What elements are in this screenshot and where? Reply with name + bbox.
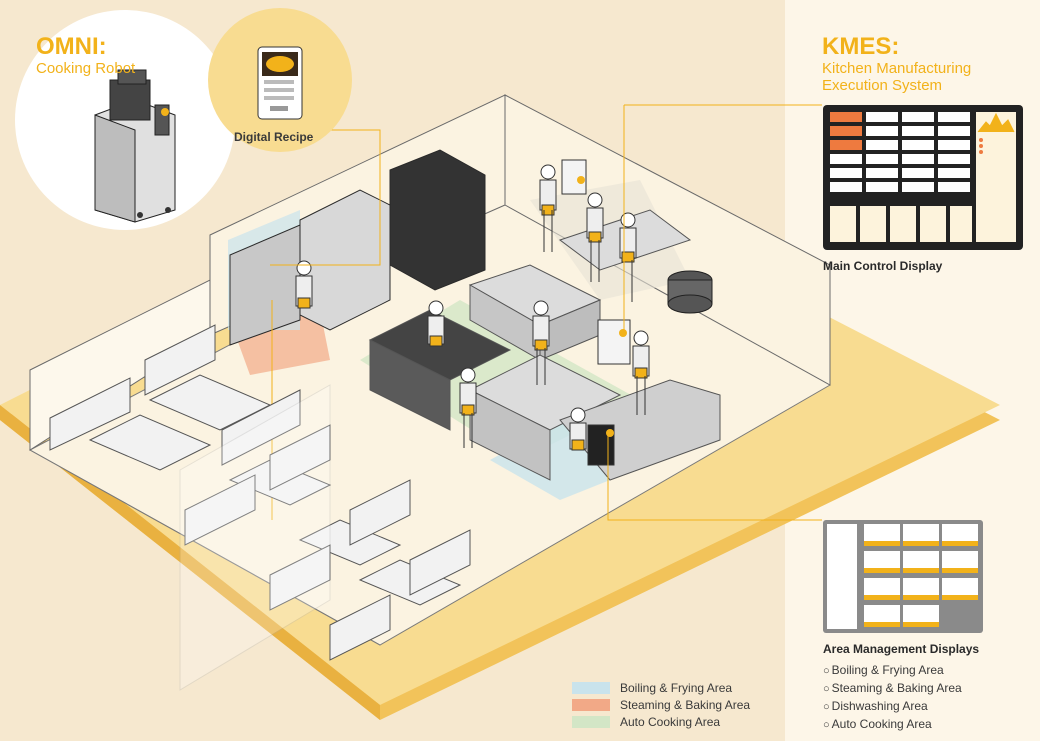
kitchen-screens — [561, 159, 631, 466]
kmes-subtitle-line2: Execution System — [822, 77, 943, 94]
zone-legend: Boiling & Frying Area Steaming & Baking … — [572, 679, 750, 730]
omni-subtitle: Cooking Robot — [36, 60, 136, 77]
legend-label: Steaming & Baking Area — [620, 697, 751, 712]
cooking-robot-icon — [94, 69, 176, 223]
legend-swatch — [572, 681, 610, 694]
legend-swatch — [572, 715, 610, 728]
area-display-item: Steaming & Baking Area — [823, 680, 962, 698]
dining-furniture — [49, 324, 471, 661]
glass-partition — [179, 384, 331, 691]
main-control-display — [823, 105, 1023, 250]
area-display-item: Auto Cooking Area — [823, 716, 962, 734]
main-control-display-label: Main Control Display — [823, 259, 943, 273]
omni-title: OMNI: — [36, 33, 107, 60]
legend-label: Boiling & Frying Area — [620, 680, 733, 695]
legend-row-boiling-frying: Boiling & Frying Area — [572, 679, 750, 696]
legend-row-auto-cooking: Auto Cooking Area — [572, 713, 750, 730]
legend-label: Auto Cooking Area — [620, 714, 721, 729]
legend-row-steaming-baking: Steaming & Baking Area — [572, 696, 750, 713]
digital-recipe-tablet-icon — [257, 46, 303, 120]
refrigerators — [229, 149, 486, 346]
kmes-subtitle: Kitchen Manufacturing Execution System — [822, 60, 1022, 94]
digital-recipe-label: Digital Recipe — [234, 130, 314, 144]
legend-swatch — [572, 698, 610, 711]
kmes-title: KMES: — [822, 33, 900, 60]
area-displays-title: Area Management Displays — [823, 642, 980, 656]
area-management-display — [823, 520, 983, 633]
boiling-frying-zone-2 — [490, 410, 660, 500]
area-display-item: Boiling & Frying Area — [823, 662, 962, 680]
area-displays-list: Boiling & Frying Area Steaming & Baking … — [823, 662, 962, 734]
kmes-subtitle-line1: Kitchen Manufacturing — [822, 60, 972, 77]
area-display-item: Dishwashing Area — [823, 698, 962, 716]
chef-figures — [295, 164, 650, 451]
